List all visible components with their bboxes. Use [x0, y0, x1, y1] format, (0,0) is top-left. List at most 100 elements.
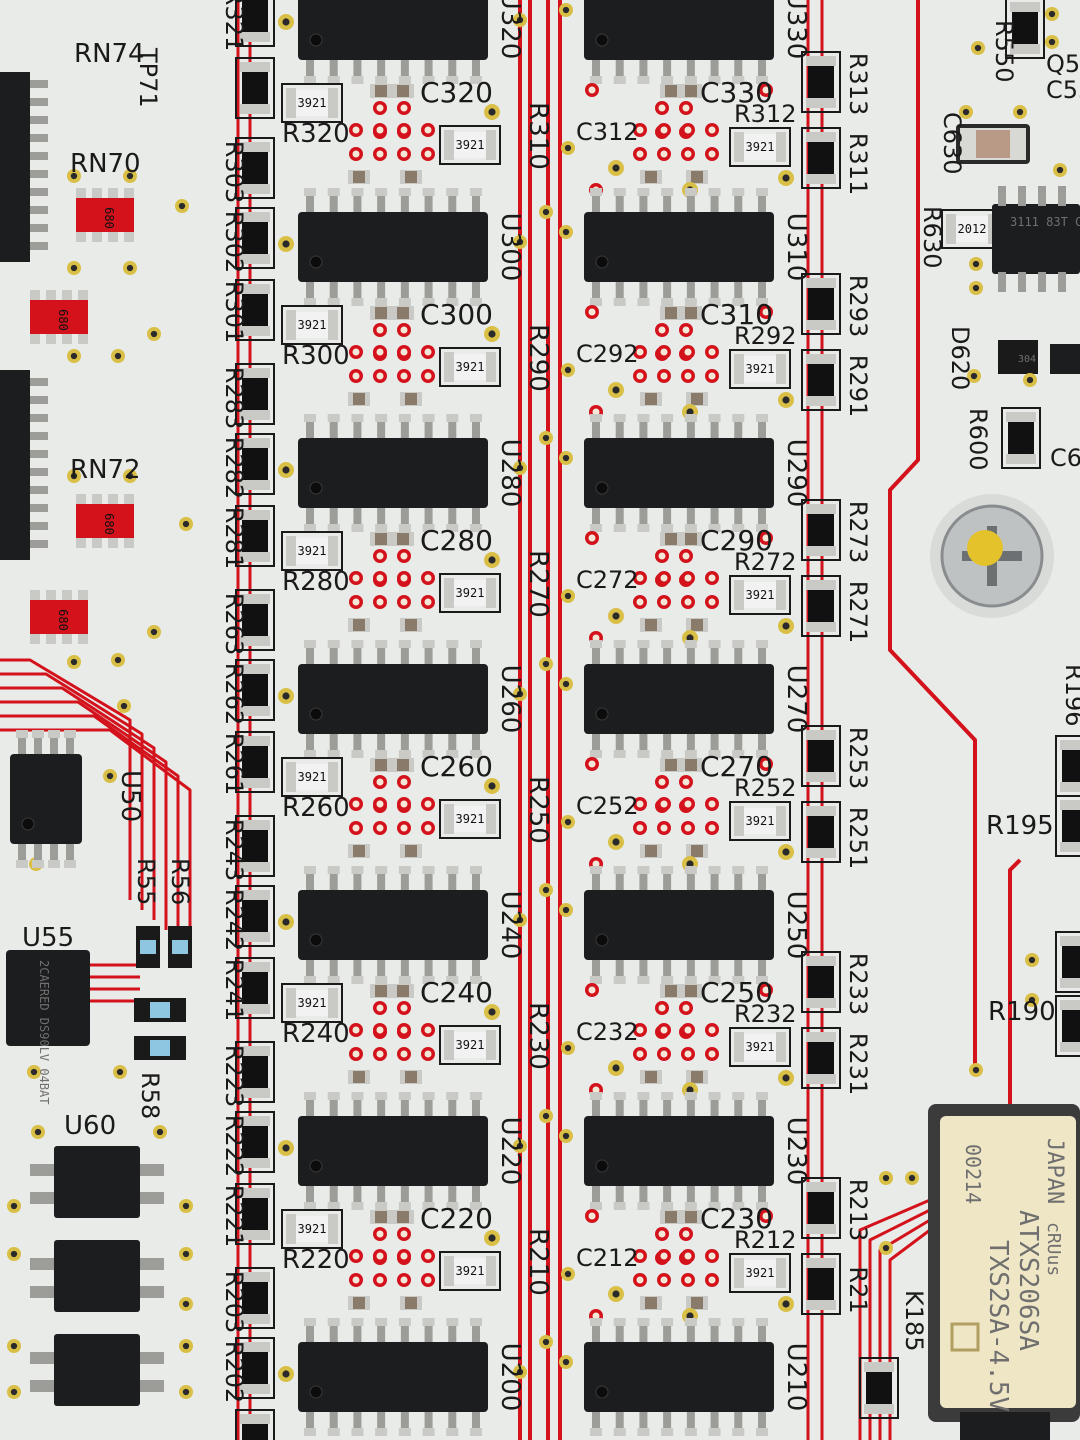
res-end [240, 1384, 270, 1394]
ic-pin [734, 1098, 743, 1120]
via-hole [782, 1300, 790, 1308]
red-via-hole [352, 150, 360, 158]
res-end [806, 772, 836, 782]
red-via-hole [658, 552, 666, 560]
rn-pad [46, 334, 56, 344]
ic-pin [686, 56, 695, 78]
ic-pad [637, 1092, 650, 1100]
resistor [956, 216, 988, 242]
ic-pad [637, 414, 650, 422]
res-end [806, 622, 836, 632]
pin1-dot [595, 1385, 609, 1399]
red-via-hole [660, 800, 668, 808]
ic-pad [637, 1428, 650, 1436]
ic-pad [590, 188, 602, 196]
res-label: R550 [990, 20, 1018, 82]
ic-pad [732, 750, 745, 758]
via-hole [564, 366, 572, 374]
res-end [240, 1116, 270, 1126]
capacitor [665, 307, 677, 319]
ic-pad [327, 866, 340, 874]
ic-pad [613, 1428, 626, 1436]
ic-pin [615, 56, 624, 78]
resistor-value: 2012 [252, 1427, 265, 1440]
res-label: R250 [523, 776, 553, 844]
resistor [808, 1192, 834, 1224]
resistor [242, 378, 268, 410]
res-label: R212 [734, 1226, 796, 1254]
rn-pad [76, 538, 86, 548]
ic-pad [708, 866, 721, 874]
res-outline [235, 815, 275, 877]
res-end [486, 1030, 496, 1060]
res-end [776, 1032, 786, 1062]
res-end [776, 354, 786, 384]
rn-pad [46, 634, 56, 644]
res-end [286, 310, 296, 340]
resistor [242, 1056, 268, 1088]
resistor-value: 2012 [252, 1059, 265, 1086]
resistor-network [30, 300, 88, 334]
ic-pin [663, 1324, 672, 1346]
ic-pad [684, 1202, 697, 1210]
ic-pad [446, 414, 459, 422]
rn-value: 680 [56, 609, 70, 631]
res-label: R313 [844, 53, 872, 115]
rn-value: 680 [56, 309, 70, 331]
res-end [1010, 2, 1040, 12]
red-via-hole [400, 1004, 408, 1012]
ic-pin [615, 504, 624, 526]
res-outline [801, 1253, 841, 1315]
res-outline [235, 137, 275, 199]
red-via-hole [762, 760, 770, 768]
ic-label: U270 [781, 665, 811, 734]
ic-pin [758, 56, 766, 78]
res-end [240, 890, 270, 900]
via-hole [612, 612, 620, 620]
resistor [808, 740, 834, 772]
res-end [240, 104, 270, 114]
res-outline [1005, 0, 1045, 59]
ic-pad [637, 524, 650, 532]
ic-pin [329, 646, 338, 668]
res-outline [801, 1177, 841, 1239]
ic-pin [448, 194, 457, 216]
red-via-hole [660, 824, 668, 832]
via-hole [782, 396, 790, 404]
ic-pin [592, 504, 600, 526]
res-outline [235, 57, 275, 119]
red-via-hole [660, 1276, 668, 1284]
capacitor [645, 393, 657, 405]
ic-pin [472, 730, 480, 752]
via-hole [488, 1234, 496, 1242]
resistor [242, 1126, 268, 1158]
red-via-hole [424, 348, 432, 356]
ic-pin [448, 646, 457, 668]
rn-pad [30, 590, 40, 600]
ic-pin [400, 956, 409, 978]
ic-pad [351, 188, 364, 196]
ic-pin [710, 1182, 719, 1204]
resistor-value: 2012 [818, 743, 831, 770]
ic-pin [639, 1182, 648, 1204]
resistor [808, 288, 834, 320]
via-hole [70, 352, 78, 360]
res-outline [729, 349, 791, 389]
bottom-ic [960, 1412, 1050, 1440]
ic-pin [592, 56, 600, 78]
pin1-dot [309, 255, 323, 269]
res-label: R221 [220, 1185, 248, 1247]
ic-pad [398, 640, 411, 648]
red-via-hole [684, 1050, 692, 1058]
ic-label: U250 [781, 891, 811, 960]
ic-pin [140, 1258, 164, 1270]
res-end [240, 142, 270, 152]
res-end [240, 862, 270, 872]
res-end [806, 1224, 836, 1234]
red-via-hole [400, 1252, 408, 1260]
red-via-hole [400, 1050, 408, 1058]
res-outline [801, 1027, 841, 1089]
resistor [242, 222, 268, 254]
cap-label: C55 [1046, 76, 1080, 104]
